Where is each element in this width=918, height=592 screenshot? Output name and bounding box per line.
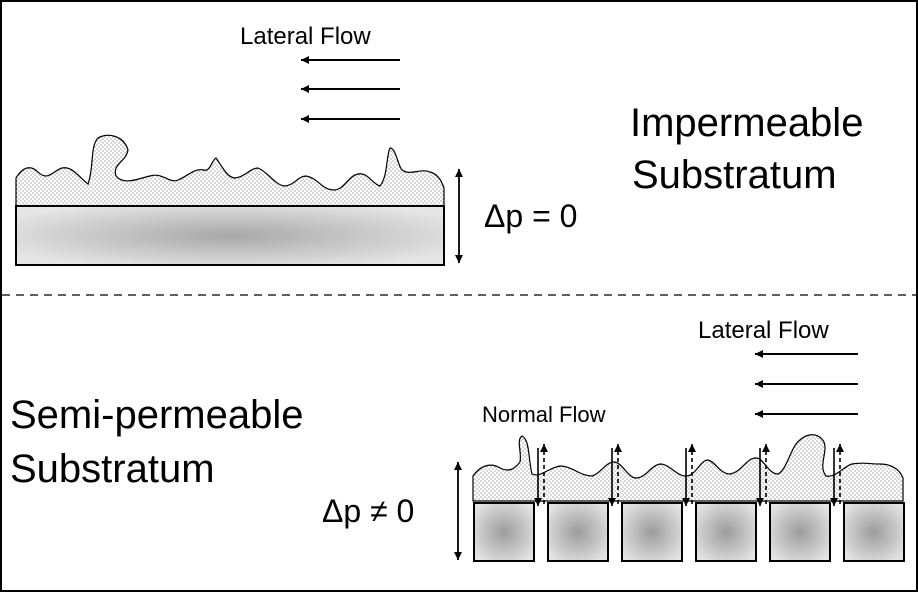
normal-flow-pair bbox=[534, 444, 548, 506]
top-lateral-flow-label: Lateral Flow bbox=[240, 23, 371, 50]
substratum-block bbox=[621, 502, 683, 562]
substratum-block bbox=[843, 502, 905, 562]
substratum-block bbox=[473, 502, 535, 562]
bottom-title-line2: Substratum bbox=[10, 447, 215, 491]
impermeable-substratum-slab bbox=[15, 205, 445, 266]
top-title-line2: Substratum bbox=[632, 153, 837, 197]
top-title-line1: Impermeable bbox=[630, 101, 863, 145]
substratum-block bbox=[695, 502, 757, 562]
bottom-lateral-flow-arrows bbox=[755, 350, 858, 418]
substratum-block bbox=[547, 502, 609, 562]
bottom-lateral-flow-label: Lateral Flow bbox=[698, 317, 829, 344]
bottom-pressure-label: Δp ≠ 0 bbox=[322, 493, 414, 529]
normal-flow-pair bbox=[608, 444, 622, 506]
normal-flow-arrows bbox=[534, 444, 844, 506]
normal-flow-pair bbox=[830, 444, 844, 506]
normal-flow-label: Normal Flow bbox=[482, 402, 606, 427]
normal-flow-pair bbox=[756, 444, 770, 506]
top-pressure-label: Δp = 0 bbox=[484, 198, 577, 234]
top-biofilm-layer bbox=[15, 134, 445, 207]
semi-permeable-blocks bbox=[473, 502, 905, 562]
top-lateral-flow-arrows bbox=[301, 56, 400, 123]
normal-flow-pair bbox=[682, 444, 696, 506]
substratum-block bbox=[769, 502, 831, 562]
bottom-title-line1: Semi-permeable bbox=[10, 393, 303, 437]
